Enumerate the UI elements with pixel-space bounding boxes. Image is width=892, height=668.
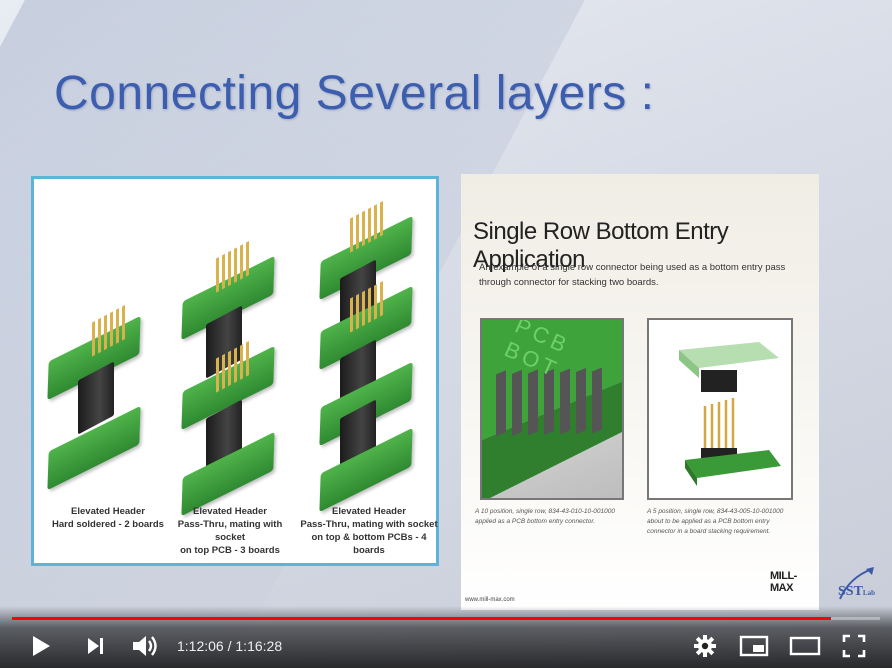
miniplayer-icon (739, 635, 769, 657)
play-button[interactable] (30, 634, 52, 658)
right-figure: Single Row Bottom Entry Application An e… (461, 174, 819, 610)
fullscreen-button[interactable] (842, 634, 866, 658)
fullscreen-icon (842, 634, 866, 658)
next-icon (88, 638, 103, 654)
miniplayer-button[interactable] (739, 635, 769, 657)
current-time: 1:12:06 (177, 638, 224, 654)
theater-mode-icon (789, 636, 821, 656)
connector-assembly-image (647, 318, 793, 500)
right-figure-description: An example of a single row connector bei… (479, 262, 786, 288)
lab-logo: SSTLab (838, 584, 875, 599)
volume-icon (133, 636, 157, 656)
left-figure: Elevated Header Hard soldered - 2 boards… (31, 176, 439, 566)
settings-button[interactable] (693, 634, 717, 658)
caption-image-b: A 5 position, single row, 834-43-005-10-… (647, 508, 784, 535)
lab-logo-rocket-icon (839, 567, 874, 600)
volume-button[interactable] (131, 634, 159, 658)
settings-gear-icon (694, 635, 716, 657)
caption-four-boards: Elevated Header Pass-Thru, mating with s… (300, 506, 438, 556)
caption-image-a: A 10 position, single row, 834-43-010-10… (475, 508, 615, 525)
progress-played (12, 617, 831, 620)
slide-title: Connecting Several layers : (54, 67, 655, 120)
time-display: 1:12:06 / 1:16:28 (177, 638, 283, 654)
source-url: www.mill-max.com (465, 597, 515, 603)
right-figure-title: Single Row Bottom Entry Application (473, 218, 729, 273)
theater-mode-button[interactable] (789, 636, 821, 656)
caption-three-boards: Elevated Header Pass-Thru, mating with s… (177, 506, 283, 556)
play-icon (33, 636, 50, 656)
duration: 1:16:28 (235, 638, 283, 654)
next-button[interactable] (86, 637, 106, 655)
mill-max-logo: MILL-MAX (770, 570, 797, 594)
connector-closeup-image: PCB BOT (480, 318, 624, 500)
caption-two-boards: Elevated Header Hard soldered - 2 boards (52, 506, 164, 530)
progress-bar[interactable] (12, 617, 880, 620)
